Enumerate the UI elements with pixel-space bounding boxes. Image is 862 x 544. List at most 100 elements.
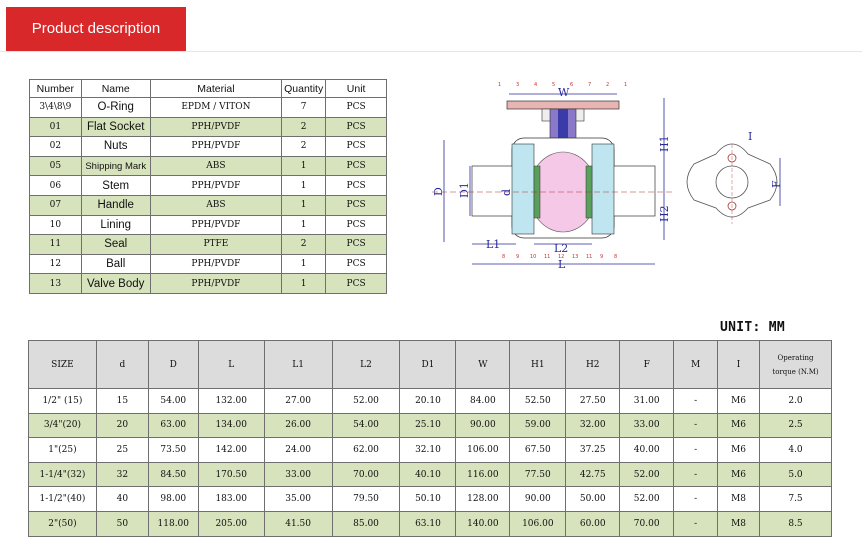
parts-cell: 1 <box>281 155 327 177</box>
parts-cell: PCS <box>325 234 387 255</box>
parts-cell: PCS <box>325 116 387 138</box>
spec-cell: - <box>673 510 719 537</box>
spec-cell: 20.10 <box>399 388 457 414</box>
parts-cell: Handle <box>80 194 151 216</box>
spec-cell: 84.50 <box>147 461 199 488</box>
spec-cell: M8 <box>717 510 761 537</box>
spec-cell: 37.25 <box>565 437 621 463</box>
spec-cell: 2.0 <box>759 388 832 414</box>
parts-cell: Flat Socket <box>80 116 151 138</box>
col-name: Name <box>80 79 151 98</box>
parts-cell: ABS <box>149 155 283 177</box>
callout-number: 5 <box>552 82 555 88</box>
h2-label: H2 <box>658 205 671 222</box>
pipe-left <box>471 165 518 217</box>
parts-cell: PCS <box>325 253 387 275</box>
spec-cell: 1/2" (15) <box>28 388 97 414</box>
spec-header-row: SIZE d D L L1 L2 D1 W H1 H2 F M I Operat… <box>28 340 832 389</box>
spec-cell: 40.00 <box>619 437 675 463</box>
spec-cell: 77.50 <box>509 461 567 488</box>
handle-shape <box>506 100 620 110</box>
spec-cell: M6 <box>717 412 761 439</box>
parts-cell: 3\4\8\9 <box>29 97 82 118</box>
spec-col-d: D <box>147 340 199 389</box>
spec-cell: 1-1/4"(32) <box>28 461 97 488</box>
stem-core <box>558 109 568 149</box>
parts-cell: PPH/PVDF <box>149 175 283 196</box>
spec-col-size: SIZE <box>28 340 97 389</box>
spec-col-h1: H1 <box>509 340 567 389</box>
d1-label: D1 <box>458 182 471 198</box>
parts-cell: PTFE <box>149 234 283 255</box>
spec-cell: 31.00 <box>619 388 675 414</box>
parts-cell: Seal <box>80 234 151 255</box>
spec-cell: 132.00 <box>197 388 265 414</box>
header-bar: Product description <box>0 0 862 52</box>
spec-cell: 67.50 <box>509 437 567 463</box>
spec-cell: 27.50 <box>565 388 621 414</box>
parts-cell: Shipping Mark <box>80 155 151 177</box>
spec-cell: 5.0 <box>759 461 832 488</box>
spec-cell: 54.00 <box>331 412 401 439</box>
parts-table: Number Name Material Quantity Unit 3\4\8… <box>29 79 387 294</box>
spec-cell: 3/4"(20) <box>28 412 97 439</box>
parts-cell: PCS <box>325 175 387 196</box>
spec-cell: 205.00 <box>197 510 265 537</box>
parts-cell: 12 <box>29 253 82 275</box>
spec-cell: 20 <box>95 412 149 439</box>
spec-cell: 35.00 <box>263 486 333 512</box>
callout-number: 1 <box>624 82 627 88</box>
parts-cell: 05 <box>29 155 82 177</box>
callout-number: 8 <box>502 254 505 260</box>
parts-cell: 1 <box>281 253 327 275</box>
spec-cell: 52.00 <box>619 461 675 488</box>
spec-col-torque: Operating torque (N.M) <box>759 340 832 389</box>
spec-cell: - <box>673 461 719 488</box>
spec-cell: 62.00 <box>331 437 401 463</box>
spec-cell: 7.5 <box>759 486 832 512</box>
spec-cell: 40.10 <box>399 461 457 488</box>
spec-cell: 24.00 <box>263 437 333 463</box>
spec-cell: 42.75 <box>565 461 621 488</box>
spec-cell: 32.10 <box>399 437 457 463</box>
parts-cell: 11 <box>29 234 82 255</box>
col-unit: Unit <box>325 79 387 98</box>
spec-cell: 50.10 <box>399 486 457 512</box>
f-label: F <box>770 180 783 188</box>
spec-cell: 98.00 <box>147 486 199 512</box>
unit-label: UNIT: MM <box>720 320 786 335</box>
parts-cell: O-Ring <box>80 97 151 118</box>
parts-cell: PCS <box>325 155 387 177</box>
callout-number: 11 <box>586 254 592 260</box>
callout-number: 6 <box>570 82 573 88</box>
spec-cell: 90.00 <box>509 486 567 512</box>
spec-cell: 15 <box>95 388 149 414</box>
parts-cell: PCS <box>325 136 387 157</box>
spec-cell: 85.00 <box>331 510 401 537</box>
parts-cell: Nuts <box>80 136 151 157</box>
spec-cell: M6 <box>717 461 761 488</box>
parts-cell: ABS <box>149 194 283 216</box>
spec-cell: 134.00 <box>197 412 265 439</box>
callout-number: 4 <box>534 82 537 88</box>
parts-cell: PPH/PVDF <box>149 136 283 157</box>
parts-cell: 2 <box>281 136 327 157</box>
i-label: I <box>748 130 752 143</box>
union-right <box>591 143 615 235</box>
col-quantity: Quantity <box>281 79 327 98</box>
union-left <box>511 143 535 235</box>
spec-cell: 106.00 <box>455 437 511 463</box>
spec-cell: 33.00 <box>619 412 675 439</box>
spec-col-d-small: d <box>95 340 149 389</box>
parts-header-row: Number Name Material Quantity Unit <box>29 79 387 98</box>
parts-cell: 10 <box>29 214 82 236</box>
parts-cell: 2 <box>281 116 327 138</box>
spec-col-l1: L1 <box>263 340 333 389</box>
parts-cell: Stem <box>80 175 151 196</box>
